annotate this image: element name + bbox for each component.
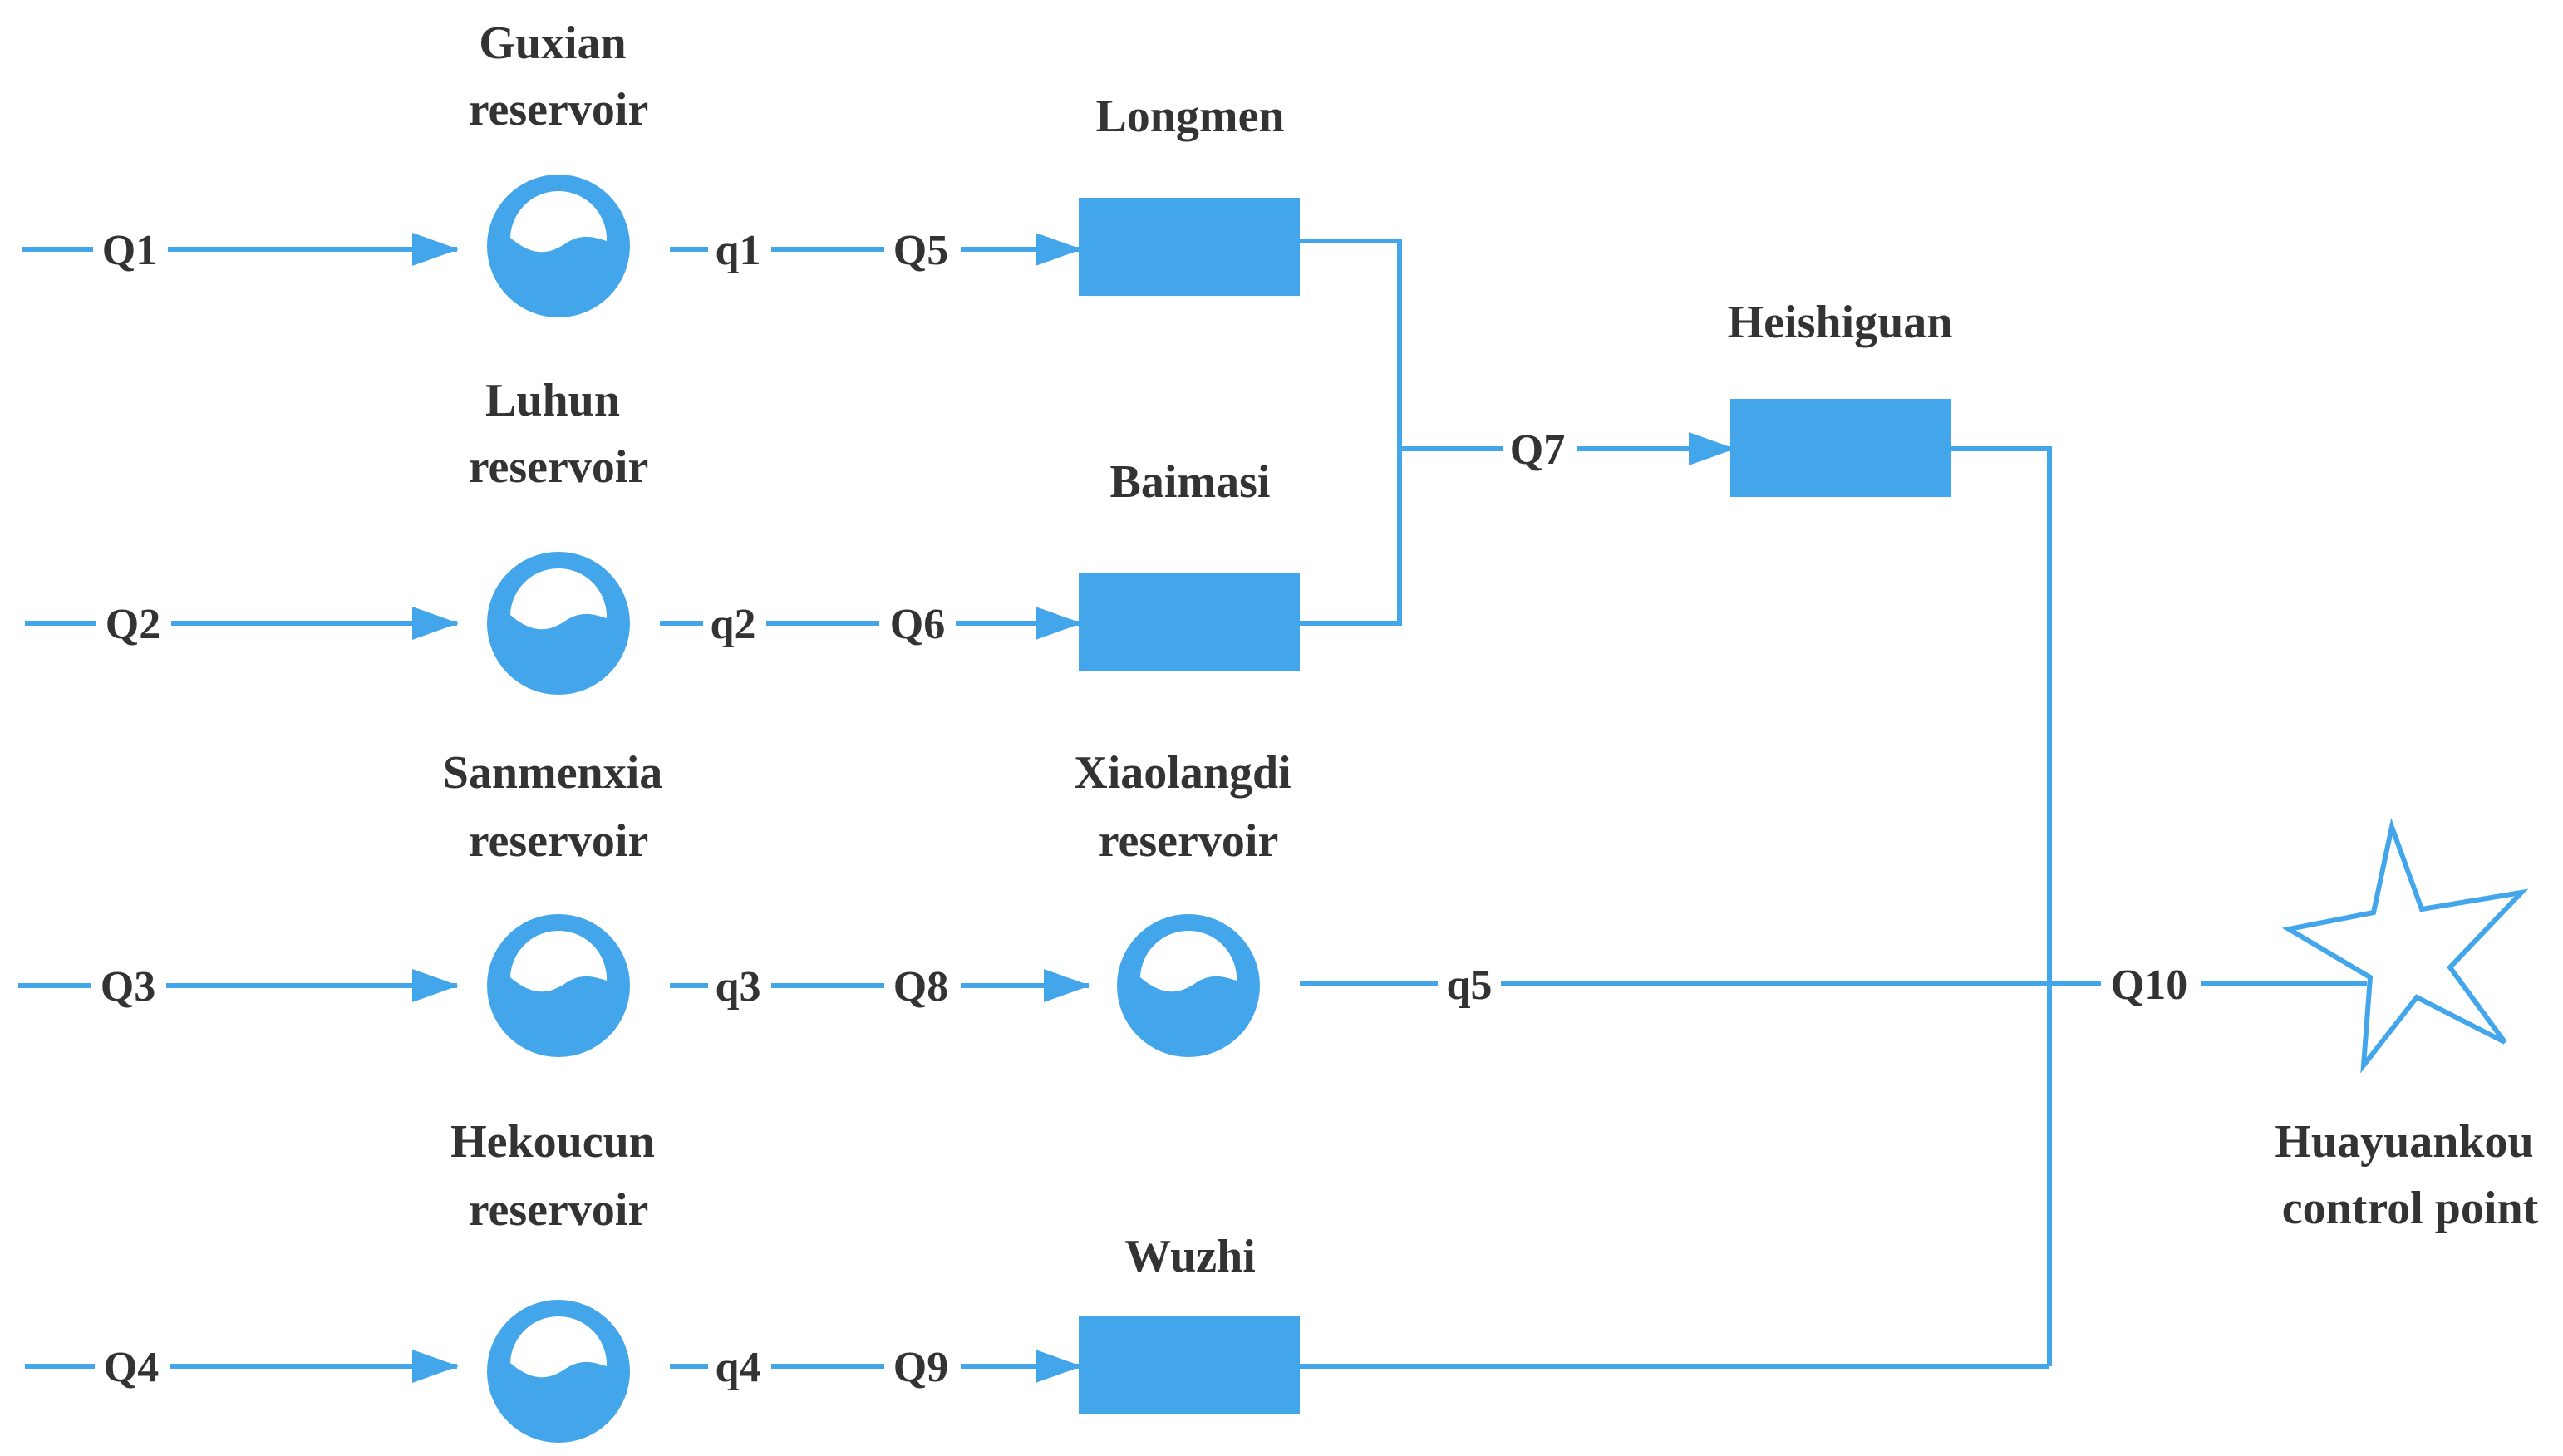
hekoucun-reservoir-icon bbox=[487, 1300, 630, 1443]
flow-label-q4-upper: Q4 bbox=[104, 1344, 159, 1391]
luhun-label: Luhun reservoir bbox=[469, 375, 649, 493]
flow-label-q3-upper: Q3 bbox=[101, 963, 155, 1011]
flow-label-q6: Q6 bbox=[890, 601, 945, 648]
xiaolangdi-label: Xiaolangdi reservoir bbox=[1074, 747, 1302, 867]
heishiguan-label: Heishiguan bbox=[1728, 297, 1953, 348]
flow-label-q2-upper: Q2 bbox=[106, 601, 160, 648]
baimasi-label: Baimasi bbox=[1110, 456, 1271, 508]
flow-line-baimasi-out bbox=[1300, 449, 1402, 626]
longmen-station-box bbox=[1079, 198, 1300, 296]
heishiguan-station-box bbox=[1730, 399, 1951, 497]
huayuankou-label: Huayuankou control point bbox=[2275, 1116, 2545, 1234]
flow-line-heishiguan-out bbox=[1951, 446, 2052, 1366]
flow-label-q1-lower: q1 bbox=[716, 227, 761, 274]
flow-label-q3-lower: q3 bbox=[716, 963, 761, 1011]
luhun-reservoir-icon bbox=[487, 552, 630, 695]
flow-label-q7: Q7 bbox=[1510, 426, 1565, 474]
flow-label-q5: Q5 bbox=[893, 227, 948, 274]
flow-label-q8: Q8 bbox=[893, 963, 948, 1011]
flow-label-q9: Q9 bbox=[893, 1344, 948, 1391]
xiaolangdi-reservoir-icon bbox=[1117, 914, 1260, 1057]
wuzhi-label: Wuzhi bbox=[1124, 1231, 1256, 1282]
guxian-reservoir-icon bbox=[487, 175, 630, 317]
huayuankou-star-icon bbox=[2281, 818, 2529, 1074]
hekoucun-label: Hekoucun reservoir bbox=[450, 1116, 667, 1236]
flow-label-q2-lower: q2 bbox=[711, 601, 756, 648]
flow-label-q5-lower: q5 bbox=[1447, 962, 1493, 1009]
sanmenxia-reservoir-icon bbox=[487, 914, 630, 1057]
flow-label-q1-upper: Q1 bbox=[102, 227, 157, 274]
baimasi-station-box bbox=[1079, 573, 1300, 671]
guxian-label: Guxian reservoir bbox=[469, 17, 649, 135]
flow-label-q10: Q10 bbox=[2111, 962, 2187, 1009]
flow-label-q4-lower: q4 bbox=[716, 1344, 761, 1391]
longmen-label: Longmen bbox=[1095, 91, 1284, 142]
wuzhi-station-box bbox=[1079, 1316, 1300, 1414]
sanmenxia-label: Sanmenxia reservoir bbox=[443, 747, 675, 867]
flow-line-longmen-out bbox=[1300, 239, 1402, 449]
